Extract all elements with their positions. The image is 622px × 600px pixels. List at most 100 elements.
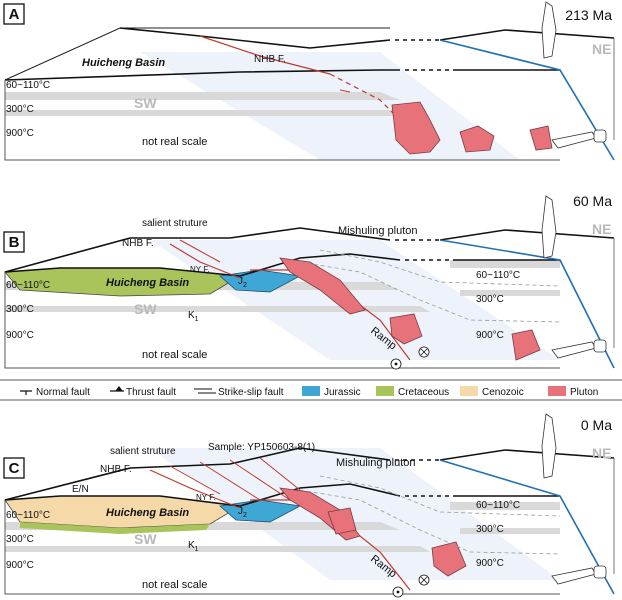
nhb-fault bbox=[169, 243, 241, 279]
temp-band-mid-right bbox=[460, 528, 560, 534]
fault-splay-1 bbox=[199, 461, 261, 501]
panel-letter: C bbox=[9, 460, 20, 477]
isotherm-dashed bbox=[299, 261, 561, 323]
temp-upper-right: 60~110°C bbox=[476, 500, 520, 511]
surface-line-back bbox=[4, 227, 391, 273]
panel-age: 213 Ma bbox=[565, 7, 612, 23]
pluton-a2 bbox=[459, 125, 495, 153]
panel-letter-box bbox=[3, 231, 25, 253]
basin-label: Huicheng Basin bbox=[106, 277, 189, 289]
ne-boundary bbox=[439, 239, 615, 369]
surface-line-back bbox=[4, 447, 391, 501]
temp-band-mid bbox=[5, 110, 430, 116]
panel-letter: B bbox=[9, 234, 20, 251]
k1-main: K bbox=[188, 310, 195, 321]
arrow-icon bbox=[551, 567, 597, 585]
hand-icon bbox=[541, 195, 557, 259]
panel-b: B 60 Ma Huicheng Basin NHB F. NY F. sali… bbox=[3, 193, 615, 370]
temp-upper: 60~110°C bbox=[6, 80, 50, 91]
pluton-label: Mishuling pluton bbox=[338, 225, 418, 237]
pluton-c2 bbox=[327, 507, 357, 535]
panel-letter-box bbox=[3, 3, 25, 25]
fault2-label: NY F. bbox=[196, 493, 215, 502]
thrust-fault-icon bbox=[110, 386, 124, 392]
arrow-tail-icon bbox=[593, 339, 607, 353]
panel-c: C 0 Ma Huicheng Basin NHB F. NY F. salie… bbox=[3, 413, 615, 598]
panel-age: 60 Ma bbox=[573, 193, 612, 209]
panel-age: 0 Ma bbox=[581, 417, 612, 433]
arrow-tail-icon bbox=[593, 129, 607, 143]
pluton-c3 bbox=[431, 541, 467, 577]
fault-arrow bbox=[339, 89, 351, 93]
temp-mid-right: 300°C bbox=[476, 294, 504, 305]
temp-band-upper-right bbox=[450, 502, 560, 510]
cretaceous-swatch bbox=[376, 386, 394, 396]
temp-band-mid bbox=[5, 546, 430, 552]
hand-icon bbox=[541, 1, 557, 59]
j2-main: J bbox=[238, 276, 243, 287]
j2-main: J bbox=[238, 506, 243, 517]
surface-line bbox=[4, 483, 401, 507]
ne-label: NE bbox=[592, 41, 611, 57]
out-of-plane-dot-center bbox=[396, 590, 400, 594]
temp-low: 900°C bbox=[6, 330, 34, 341]
temp-low: 900°C bbox=[6, 128, 34, 139]
scale-note: not real scale bbox=[142, 579, 207, 591]
k1-sub: 1 bbox=[195, 546, 199, 553]
front-edge bbox=[4, 272, 560, 369]
temp-low-right: 900°C bbox=[476, 558, 504, 569]
arrow-tail-icon bbox=[593, 565, 607, 579]
pluton-a1 bbox=[391, 101, 441, 155]
fault-label: NHB F. bbox=[100, 464, 132, 475]
fault2-label: NY F. bbox=[190, 265, 209, 274]
temp-mid: 300°C bbox=[6, 534, 34, 545]
pluton-b2 bbox=[389, 313, 423, 345]
ne-boundary bbox=[439, 459, 615, 595]
sw-label: SW bbox=[134, 301, 157, 317]
hand-icon bbox=[541, 413, 557, 479]
legend-cenozoic: Cenozoic bbox=[482, 387, 524, 398]
k1-label: K1 bbox=[188, 310, 199, 323]
pluton-label: Mishuling pluton bbox=[336, 457, 416, 469]
cretaceous-layer bbox=[20, 522, 210, 534]
temp-low: 900°C bbox=[6, 560, 34, 571]
legend-strike-slip: Strike-slip fault bbox=[218, 387, 284, 398]
legend-normal-fault: Normal fault bbox=[36, 387, 90, 398]
arrow-icon bbox=[551, 341, 597, 359]
salient-label: salient struture bbox=[110, 446, 176, 457]
pluton-swatch bbox=[548, 386, 566, 396]
temp-upper: 60~110°C bbox=[6, 510, 50, 521]
temp-band-upper-right bbox=[450, 260, 560, 268]
ne-label: NE bbox=[592, 221, 611, 237]
pluton-b3 bbox=[511, 329, 541, 361]
pluton-a3 bbox=[529, 125, 553, 151]
front-edge bbox=[4, 500, 560, 595]
j2-sub: 2 bbox=[243, 512, 247, 519]
surface-ne bbox=[439, 29, 615, 41]
temp-upper: 60~110°C bbox=[6, 280, 50, 291]
temp-mid: 300°C bbox=[6, 104, 34, 115]
scale-note: not real scale bbox=[142, 136, 207, 148]
ny-fault bbox=[179, 239, 221, 263]
temp-upper-right: 60~110°C bbox=[476, 270, 520, 281]
nhb-fault bbox=[199, 35, 331, 75]
front-edge bbox=[4, 80, 560, 161]
j2-sub: 2 bbox=[243, 282, 247, 289]
isotherm-dashed bbox=[299, 489, 561, 555]
normal-fault-icon bbox=[20, 390, 32, 395]
sample-label: Sample: YP150603-8(1) bbox=[208, 442, 315, 453]
mishuling-pluton bbox=[279, 257, 366, 315]
sw-label: SW bbox=[134, 531, 157, 547]
legend-thrust-fault: Thrust fault bbox=[126, 387, 176, 398]
legend-pluton: Pluton bbox=[570, 387, 598, 398]
scale-note: not real scale bbox=[142, 349, 207, 361]
surface-ne bbox=[439, 229, 615, 241]
isotherm-dashed-2 bbox=[319, 249, 561, 287]
basin-label: Huicheng Basin bbox=[82, 57, 165, 69]
panel-letter-box bbox=[3, 457, 25, 479]
legend-jurassic: Jurassic bbox=[324, 387, 361, 398]
basin-label: Huicheng Basin bbox=[106, 507, 189, 519]
isotherm-dashed-2 bbox=[319, 475, 561, 517]
surface-line-back bbox=[119, 27, 391, 49]
